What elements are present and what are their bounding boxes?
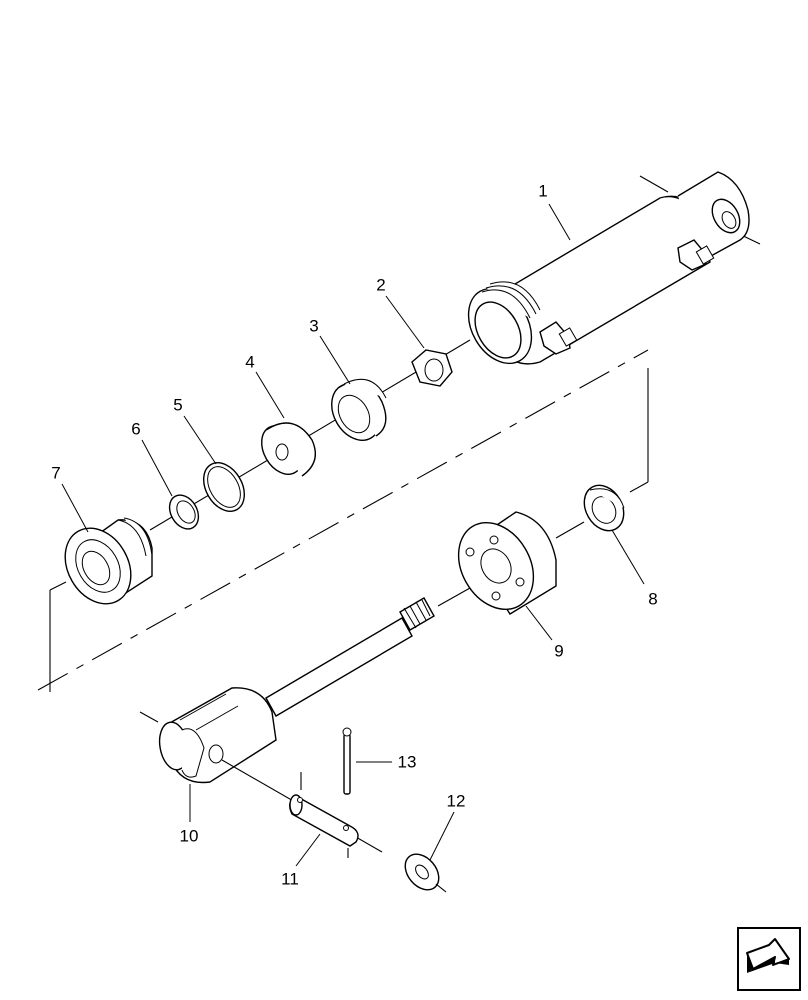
- part-13-cotter-pin[interactable]: [342, 727, 352, 795]
- leader-lines: [61, 203, 645, 867]
- next-page-button[interactable]: [737, 927, 801, 991]
- part-12-washer[interactable]: [398, 848, 445, 897]
- callout-12: 12: [447, 791, 466, 810]
- axis-seg-10: [139, 711, 159, 723]
- frame-tick-left: [49, 581, 67, 591]
- part-9-head[interactable]: [444, 509, 557, 623]
- arrow-icon: [746, 938, 790, 973]
- part-5-o-ring[interactable]: [195, 455, 252, 518]
- part-8-wiper[interactable]: [576, 478, 631, 538]
- fitting-front: [539, 321, 578, 355]
- callout-11: 11: [281, 869, 299, 888]
- callout-2: 2: [376, 275, 385, 294]
- callout-10: 10: [180, 826, 199, 845]
- callout-6: 6: [131, 419, 140, 438]
- callout-1: 1: [538, 181, 547, 200]
- fitting-rear: [677, 239, 715, 271]
- part-6-backup-ring[interactable]: [164, 490, 205, 534]
- callout-8: 8: [648, 589, 657, 608]
- frame-tick-right: [629, 481, 649, 493]
- part-4-seal[interactable]: [253, 418, 316, 481]
- part-3-piston[interactable]: [322, 375, 390, 449]
- callout-9: 9: [554, 641, 563, 660]
- callout-7: 7: [51, 463, 60, 482]
- callout-5: 5: [173, 395, 182, 414]
- part-1-cylinder-barrel[interactable]: [456, 171, 761, 375]
- part-2-nut[interactable]: [411, 349, 453, 387]
- part-10-piston-rod[interactable]: [156, 597, 435, 784]
- dash-separator-line: [37, 349, 649, 691]
- part-7-gland[interactable]: [52, 516, 153, 615]
- axis-seg-9: [437, 587, 471, 607]
- callout-13: 13: [398, 752, 417, 771]
- axis-seg-12: [435, 883, 447, 893]
- callout-3: 3: [309, 316, 318, 335]
- part-11-clevis-pin[interactable]: [289, 772, 359, 858]
- callout-4: 4: [245, 352, 254, 371]
- axis-seg-8: [555, 521, 585, 539]
